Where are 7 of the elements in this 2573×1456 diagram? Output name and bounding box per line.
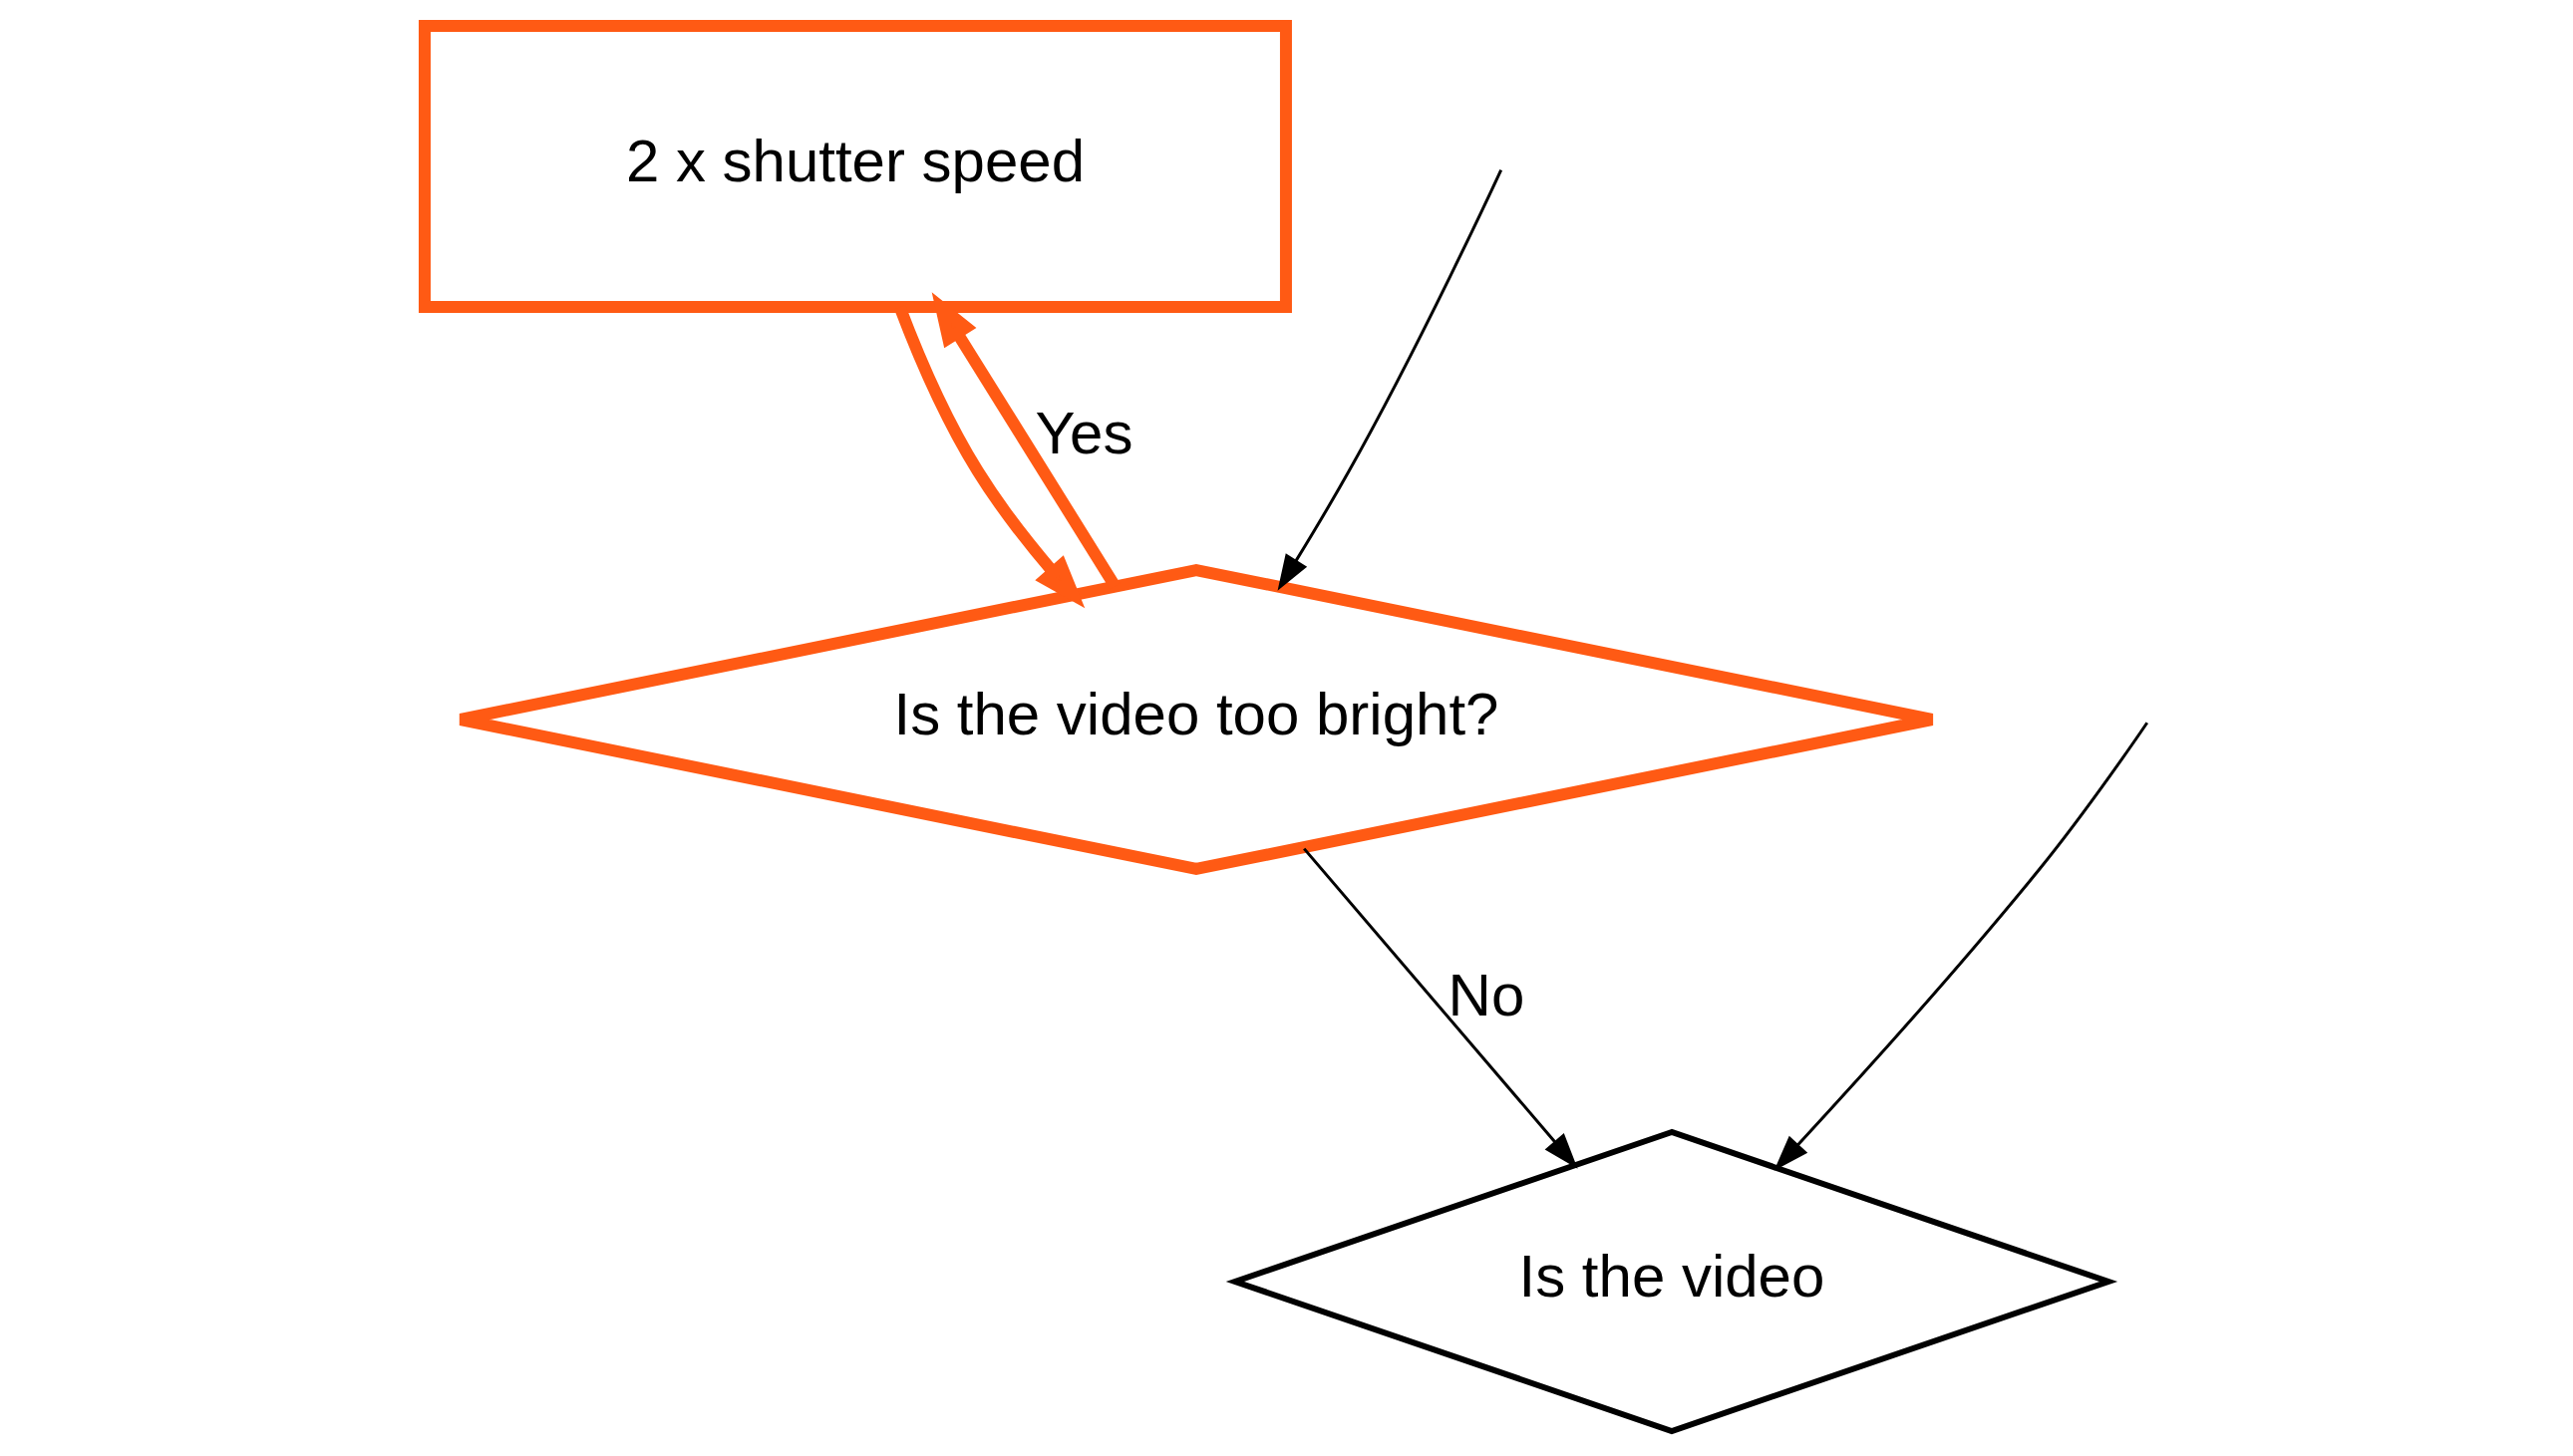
edge-label: No (1447, 961, 1525, 1028)
arrow (1303, 847, 1578, 1169)
node-box: 2 x shutter speed (419, 19, 1292, 313)
edge-label: Yes (1035, 399, 1133, 466)
arrow (1773, 721, 2148, 1171)
arrow (1277, 168, 1503, 591)
node-diamond: Is the video (1225, 1128, 2118, 1434)
